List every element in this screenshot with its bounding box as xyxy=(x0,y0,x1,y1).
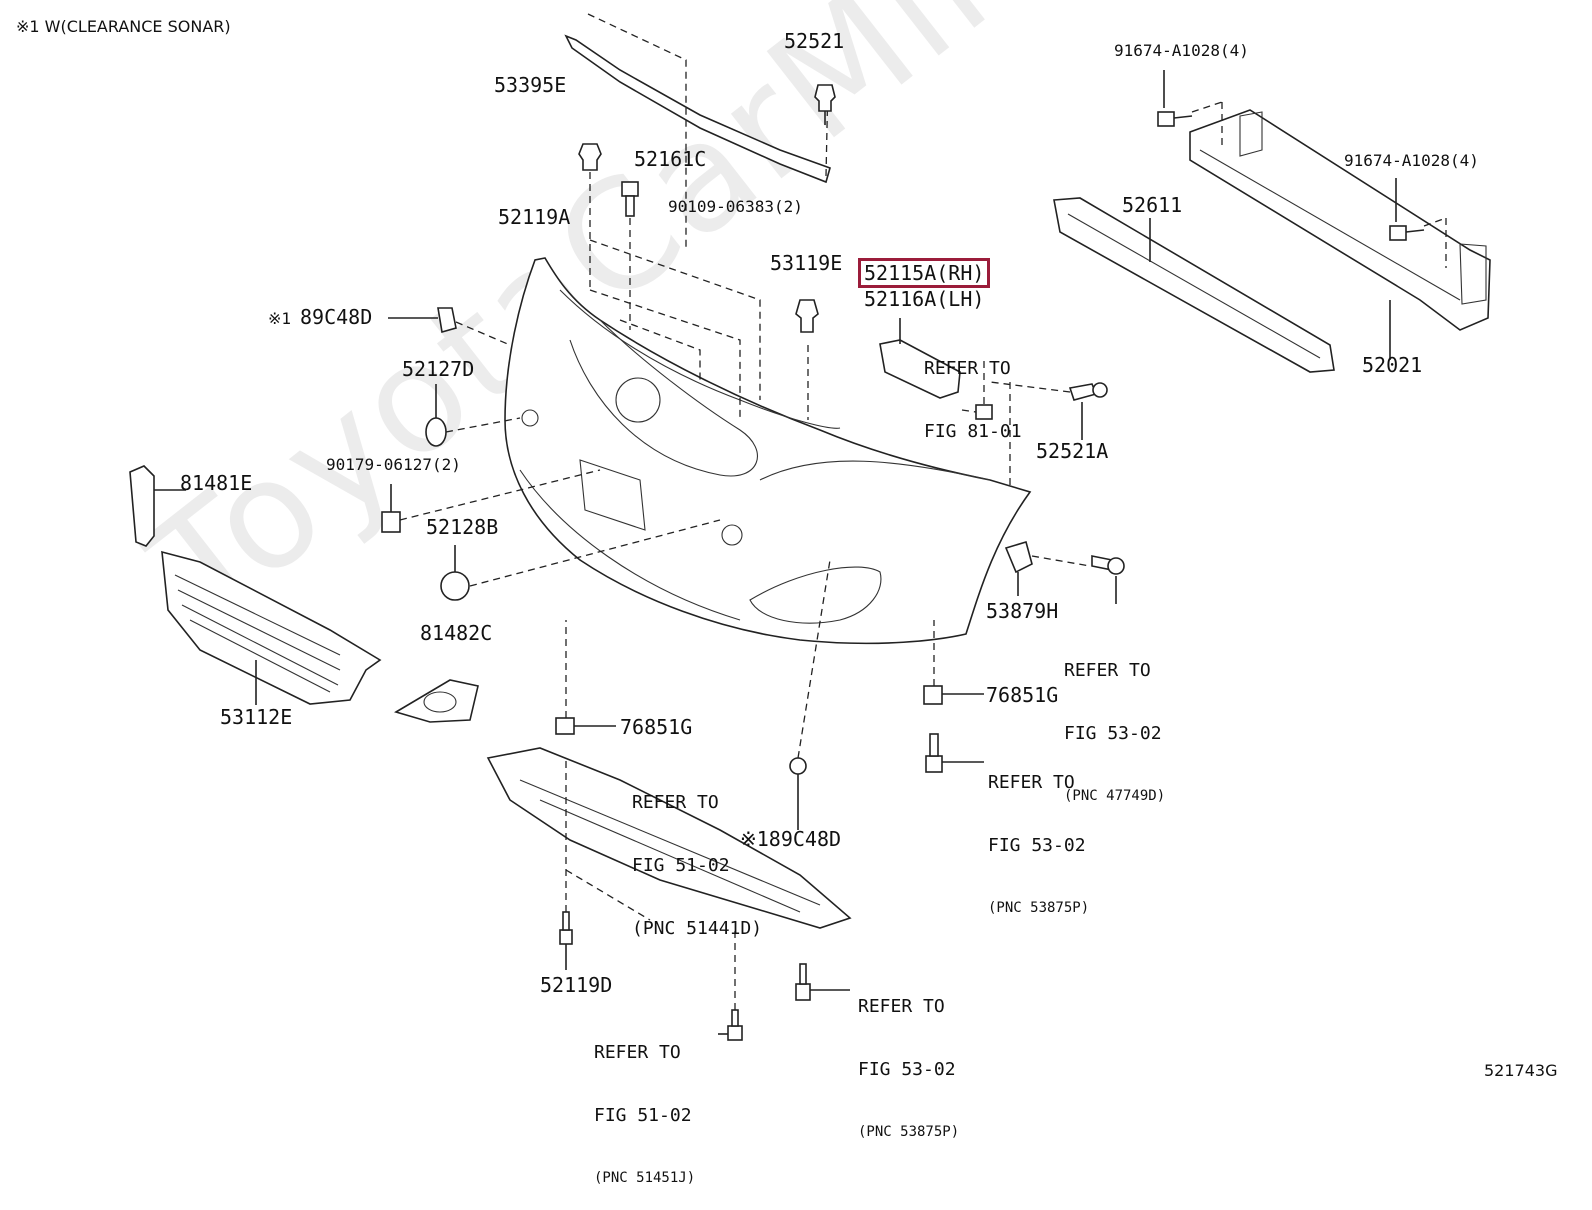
seal-strip-53395E xyxy=(564,34,831,184)
bracket-81481E xyxy=(129,465,186,547)
part-label-53395E[interactable]: 53395E xyxy=(494,73,567,97)
bolt-90109-06383 xyxy=(621,181,639,330)
cap-81482C xyxy=(440,519,721,601)
cap-52127D xyxy=(425,384,521,447)
part-label-52521[interactable]: 52521 xyxy=(784,29,845,53)
clip-52161C xyxy=(578,143,602,290)
part-label-90179-06127[interactable]: 90179-06127(2) xyxy=(326,455,461,474)
figure-code: 521743G xyxy=(1484,1061,1558,1080)
part-label-53879H[interactable]: 53879H xyxy=(986,599,1059,623)
part-label-81481E[interactable]: 81481E xyxy=(180,471,253,495)
sonar-retainer-89C48D-top xyxy=(388,307,511,346)
bracket-53879H xyxy=(1004,540,1091,596)
screw-bracket xyxy=(961,360,993,420)
bolt-lower-center xyxy=(795,963,850,1001)
refer-line-2: FIG 53-02 xyxy=(1064,723,1162,744)
refer-pnc: (PNC 47749D) xyxy=(1064,788,1166,804)
part-label-89C48D-top[interactable]: 89C48D xyxy=(300,305,373,329)
bracket-52115A xyxy=(879,318,961,399)
refer-line-2: FIG 51-02 xyxy=(594,1105,692,1126)
refer-line-2: FIG 51-02 xyxy=(632,855,730,876)
refer-note-fig51-02-b[interactable]: REFER TO FIG 51-02 (PNC 51451J) xyxy=(594,1000,695,1210)
bolt-91674-a xyxy=(1157,70,1223,150)
sonar-retainer-89C48D-bottom xyxy=(789,559,831,830)
bolt-52119D xyxy=(559,760,573,970)
part-label-52119D[interactable]: 52119D xyxy=(540,973,613,997)
refer-line-1: REFER TO xyxy=(988,772,1075,793)
bolt-91674-b xyxy=(1389,178,1447,268)
part-label-52115A-highlighted[interactable]: 52115A(RH) xyxy=(858,258,991,288)
sonar-mark-top: ※1 xyxy=(268,309,292,328)
part-label-52128B[interactable]: 52128B xyxy=(426,515,499,539)
part-label-53112E[interactable]: 53112E xyxy=(220,705,293,729)
refer-line-1: REFER TO xyxy=(1064,660,1151,681)
part-label-91674-A1028-a[interactable]: 91674-A1028(4) xyxy=(1114,41,1249,60)
refer-note-fig53-02-c[interactable]: REFER TO FIG 53-02 (PNC 53875P) xyxy=(858,954,959,1164)
part-label-52611[interactable]: 52611 xyxy=(1122,193,1183,217)
part-label-52116A[interactable]: 52116A(LH) xyxy=(864,287,985,311)
part-label-76851G-right[interactable]: 76851G xyxy=(986,683,1059,707)
refer-line-2: FIG 53-02 xyxy=(988,835,1086,856)
refer-pnc: (PNC 51441D) xyxy=(632,918,763,939)
screw-right xyxy=(1091,555,1125,604)
legend-note: ※1 W(CLEARANCE SONAR) xyxy=(16,17,231,36)
refer-pnc: (PNC 53875P) xyxy=(858,1124,960,1140)
part-label-91674-A1028-b[interactable]: 91674-A1028(4) xyxy=(1344,151,1479,170)
parts-diagram xyxy=(129,13,1491,1041)
part-label-52119A[interactable]: 52119A xyxy=(498,205,571,229)
bumper-cover-52119A xyxy=(504,257,1032,645)
part-label-90109-06383[interactable]: 90109-06383(2) xyxy=(668,197,803,216)
part-label-53119E[interactable]: 53119E xyxy=(770,251,843,275)
refer-note-fig51-02-a[interactable]: REFER TO FIG 51-02 (PNC 51441D) xyxy=(632,750,762,960)
refer-note-fig81-01[interactable]: REFER TO FIG 81-01 xyxy=(924,316,1022,463)
absorber-52611 xyxy=(1053,197,1335,373)
part-label-52161C[interactable]: 52161C xyxy=(634,147,707,171)
engine-under-cover xyxy=(486,747,852,929)
refer-line-1: REFER TO xyxy=(858,996,945,1017)
clip-52521A xyxy=(989,381,1108,440)
bolt-right xyxy=(925,733,984,773)
reinforcement-52021 xyxy=(1189,109,1491,360)
refer-pnc: (PNC 53875P) xyxy=(988,900,1090,916)
part-label-52021[interactable]: 52021 xyxy=(1362,353,1423,377)
fog-lamp-cover xyxy=(394,679,479,723)
refer-note-fig53-02-a[interactable]: REFER TO FIG 53-02 (PNC 47749D) xyxy=(1064,618,1165,828)
clip-53119E xyxy=(795,299,819,420)
retainer-76851G-left xyxy=(555,620,616,735)
clip-52521 xyxy=(814,84,836,125)
part-label-52127D[interactable]: 52127D xyxy=(402,357,475,381)
refer-line-2: FIG 81-01 xyxy=(924,421,1022,442)
refer-note-fig53-02-b[interactable]: REFER TO FIG 53-02 (PNC 53875P) xyxy=(988,730,1089,940)
refer-line-2: FIG 53-02 xyxy=(858,1059,956,1080)
refer-line-1: REFER TO xyxy=(924,358,1011,379)
refer-pnc: (PNC 51451J) xyxy=(594,1170,696,1186)
part-label-52521A[interactable]: 52521A xyxy=(1036,439,1109,463)
bolt-lower-left xyxy=(718,930,743,1041)
nut-90179-06127 xyxy=(381,469,601,533)
refer-line-1: REFER TO xyxy=(632,792,719,813)
refer-line-1: REFER TO xyxy=(594,1042,681,1063)
grille-53112E xyxy=(161,550,382,705)
part-label-81482C[interactable]: 81482C xyxy=(420,621,493,645)
part-label-76851G-left[interactable]: 76851G xyxy=(620,715,693,739)
retainer-76851G-right xyxy=(923,620,984,705)
part-label-89C48D-bottom[interactable]: ※189C48D xyxy=(740,827,842,851)
